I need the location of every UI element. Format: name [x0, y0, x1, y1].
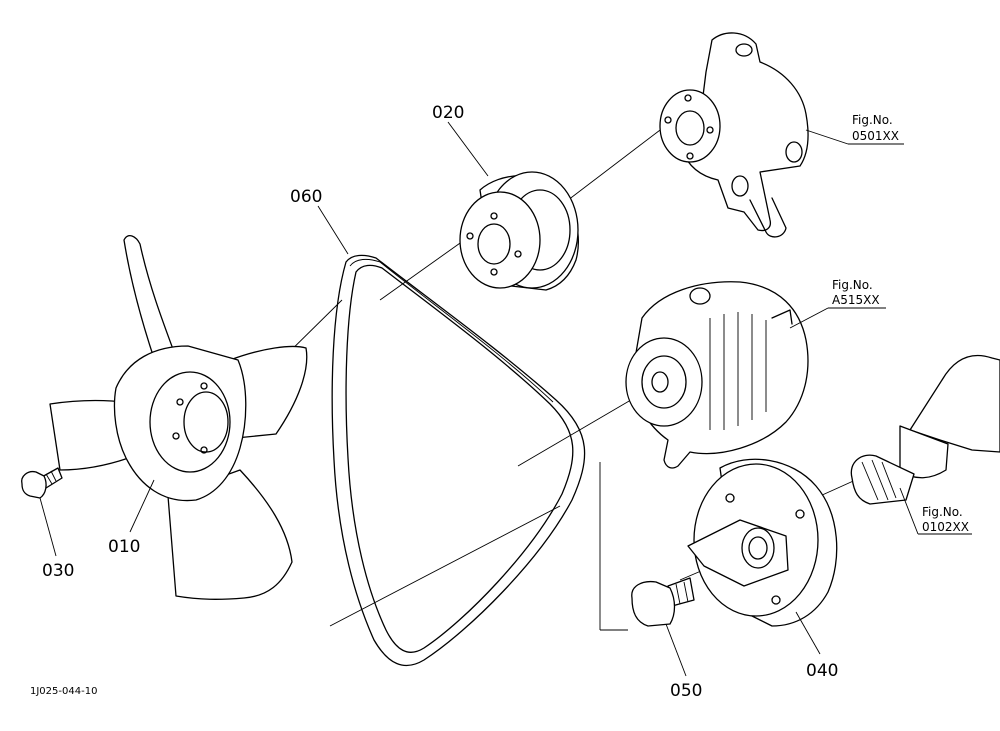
ref-water-pump-line1: Fig.No.: [852, 113, 893, 127]
part-label-060: 060: [290, 187, 322, 207]
belt-icon: [331, 254, 586, 667]
crankshaft-icon: [850, 354, 1000, 505]
part-label-040: 040: [806, 661, 838, 681]
fan-icon: [49, 234, 308, 600]
footer-code: 1J025-044-10: [30, 686, 97, 697]
ref-alternator-line1: Fig.No.: [832, 278, 873, 292]
crank-pulley-icon: [687, 458, 838, 627]
part-label-020: 020: [432, 103, 464, 123]
part-label-050: 050: [670, 681, 702, 701]
pulley-icon: [459, 171, 579, 291]
axis-lines: [199, 123, 861, 631]
leader-lines: [39, 121, 972, 677]
water-pump-icon: [659, 32, 809, 238]
ref-crankshaft-line2: 0102XX: [922, 520, 969, 534]
bolt-icon: [21, 467, 63, 499]
alternator-icon: [625, 281, 809, 469]
ref-alternator-line2: A515XX: [832, 293, 880, 307]
bolt-050-icon: [631, 577, 695, 627]
ref-crankshaft-line1: Fig.No.: [922, 505, 963, 519]
ref-water-pump-line2: 0501XX: [852, 129, 899, 143]
part-label-030: 030: [42, 561, 74, 581]
part-label-010: 010: [108, 537, 140, 557]
